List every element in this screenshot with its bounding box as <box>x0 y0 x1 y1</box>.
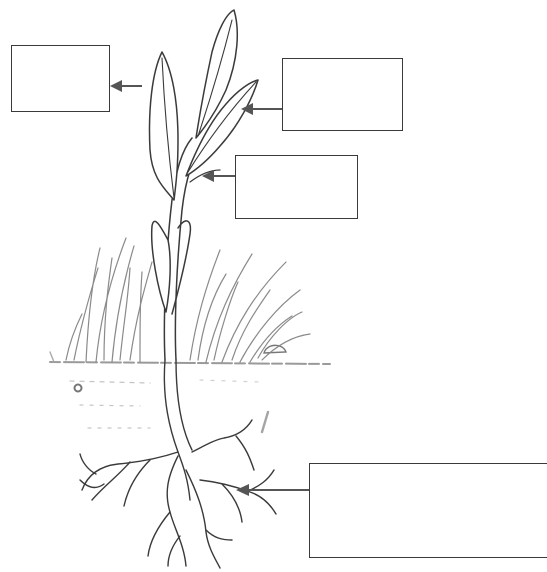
roots <box>80 360 276 568</box>
arrow-left-icon <box>110 80 122 92</box>
grass <box>66 238 310 362</box>
label-box-stem[interactable] <box>235 155 358 219</box>
label-box-roots[interactable] <box>309 463 547 558</box>
arrow-left-icon <box>236 484 249 496</box>
label-box-leaf[interactable] <box>282 58 403 131</box>
label-box-flower[interactable] <box>11 45 110 112</box>
